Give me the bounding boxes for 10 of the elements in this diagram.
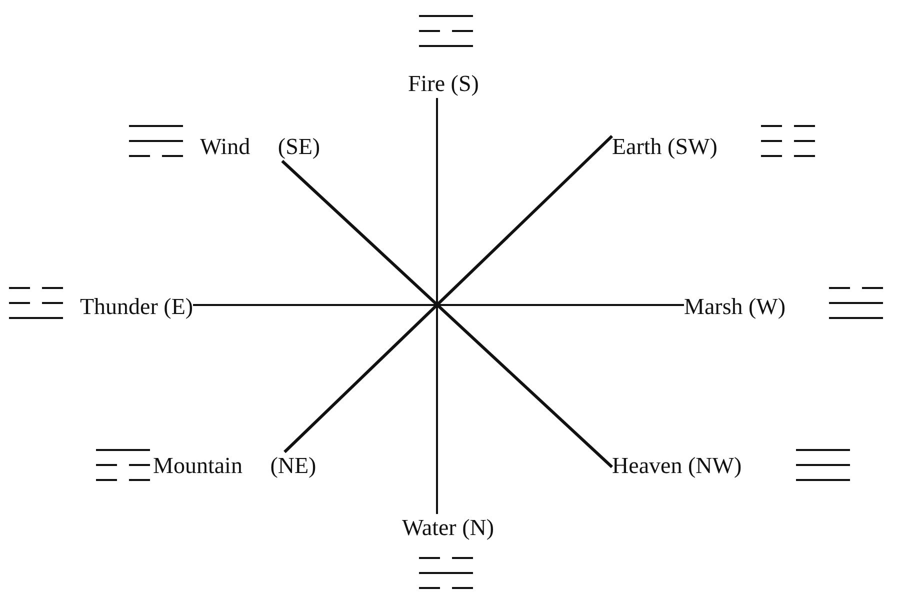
trigram-label: Mountain (NE) — [153, 452, 316, 480]
trigram-label: Thunder (E) — [80, 293, 194, 321]
trigram-label: Fire (S) — [408, 70, 479, 98]
connector-line — [436, 98, 438, 514]
trigram-label: Earth (SW) — [612, 133, 718, 161]
trigram-label: Wind (SE) — [200, 133, 320, 161]
trigram-label: Marsh (W) — [684, 293, 786, 321]
connector-line — [193, 304, 684, 306]
trigram-label: Water (N) — [402, 514, 494, 542]
trigram-label: Heaven (NW) — [612, 452, 742, 480]
